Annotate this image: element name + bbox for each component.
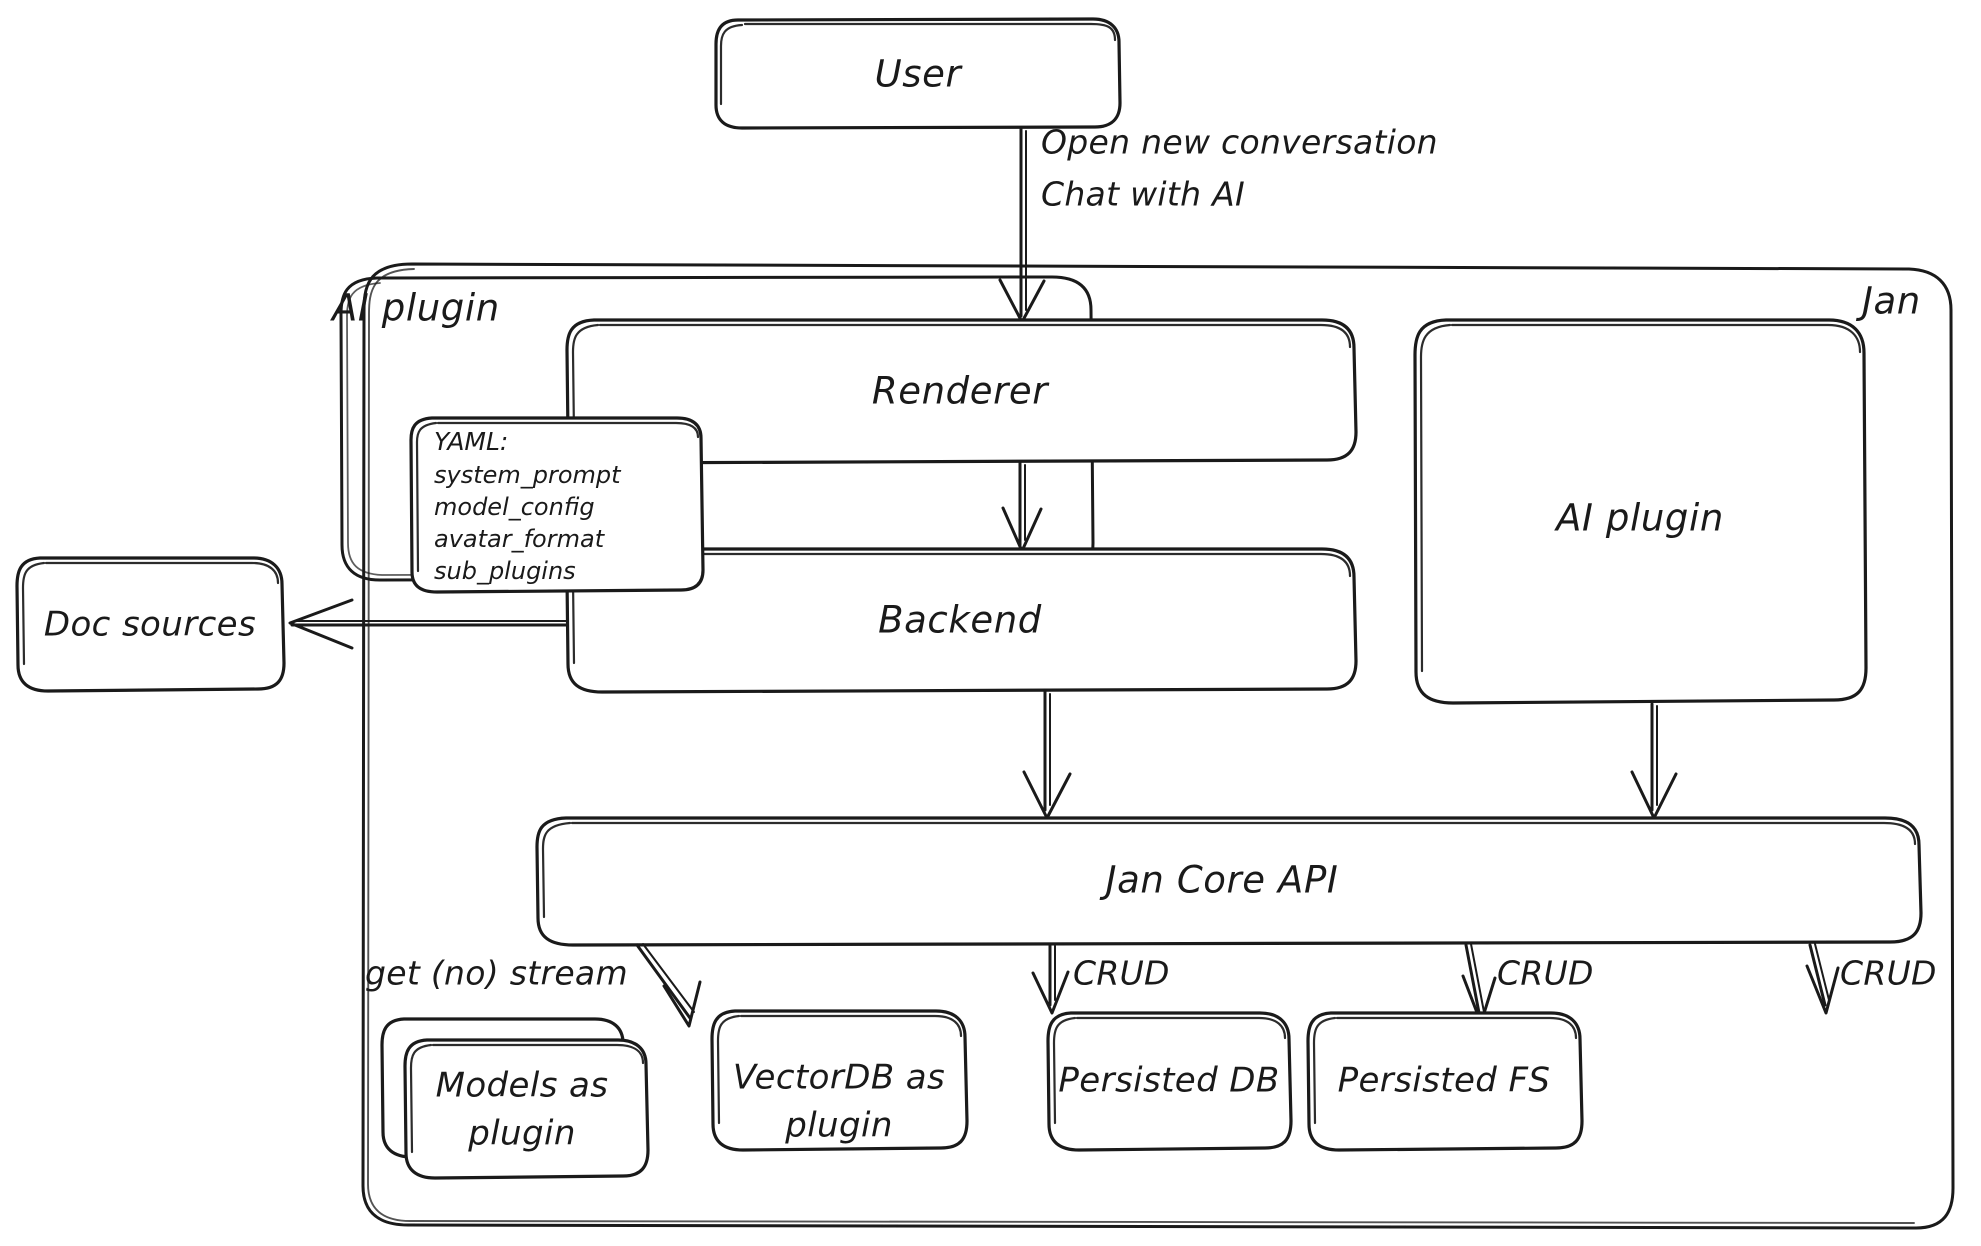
edge-ai-plugin-to-core (1630, 702, 1678, 820)
node-renderer-label: Renderer (872, 370, 1050, 413)
group-ai-plugin-label: AI plugin (330, 287, 500, 330)
card-yaml-config: YAML: system_prompt model_config avatar_… (409, 416, 705, 594)
container-jan-label: Jan (1855, 280, 1921, 323)
node-backend-label: Backend (878, 599, 1042, 642)
edge-renderer-to-backend (1001, 461, 1043, 553)
edge-label-get-no-stream: get (no) stream (365, 954, 628, 993)
node-ai-plugin-box-label: AI plugin (1554, 497, 1724, 540)
node-vectordb-plugin-label-line1: VectorDB as (733, 1058, 945, 1098)
yaml-line-sub-plugins: sub_plugins (434, 557, 576, 585)
node-backend[interactable]: Backend (565, 547, 1358, 694)
node-models-plugin-label-line1: Models as (436, 1066, 609, 1106)
edge-label-crud-persisted-db: CRUD (1497, 954, 1594, 993)
edge-core-to-persisted-fs: CRUD (1805, 943, 1937, 1015)
edge-label-user-renderer-line1: Open new conversation (1041, 123, 1438, 162)
node-vectordb-plugin-label-line2: plugin (784, 1106, 893, 1146)
edge-label-crud-persisted-fs: CRUD (1840, 954, 1937, 993)
edge-backend-to-doc-sources (288, 598, 569, 650)
node-user-label: User (875, 53, 964, 96)
node-jan-core-api-label: Jan Core API (1099, 859, 1339, 902)
edge-core-to-vectordb: CRUD (1031, 943, 1170, 1015)
node-models-plugin[interactable]: Models as plugin (380, 1017, 650, 1180)
node-doc-sources-label: Doc sources (44, 605, 256, 645)
node-user[interactable]: User (714, 17, 1122, 130)
edge-label-crud-vectordb: CRUD (1073, 954, 1170, 993)
edge-core-to-models: get (no) stream (365, 943, 702, 1028)
node-persisted-fs[interactable]: Persisted FS (1306, 1011, 1584, 1152)
edge-user-to-renderer: Open new conversation Chat with AI (998, 123, 1438, 324)
node-persisted-db[interactable]: Persisted DB (1046, 1011, 1293, 1152)
edge-backend-to-core (1022, 690, 1072, 820)
node-vectordb-plugin[interactable]: VectorDB as plugin (710, 1009, 969, 1152)
node-renderer[interactable]: Renderer (565, 318, 1358, 465)
yaml-line-avatar-format: avatar_format (434, 525, 606, 553)
node-jan-core-api[interactable]: Jan Core API (535, 816, 1923, 947)
yaml-line-model-config: model_config (434, 493, 595, 521)
node-doc-sources[interactable]: Doc sources (15, 556, 286, 693)
node-persisted-fs-label: Persisted FS (1338, 1061, 1551, 1101)
container-jan: Jan (361, 262, 1955, 1230)
yaml-line-system-prompt: system_prompt (434, 461, 622, 489)
edge-core-to-persisted-db: CRUD (1461, 943, 1594, 1025)
node-ai-plugin-box[interactable]: AI plugin (1413, 318, 1868, 705)
edge-label-user-renderer-line2: Chat with AI (1041, 175, 1245, 214)
yaml-title: YAML: (434, 427, 508, 456)
node-persisted-db-label: Persisted DB (1058, 1061, 1279, 1101)
node-models-plugin-label-line2: plugin (467, 1114, 576, 1154)
